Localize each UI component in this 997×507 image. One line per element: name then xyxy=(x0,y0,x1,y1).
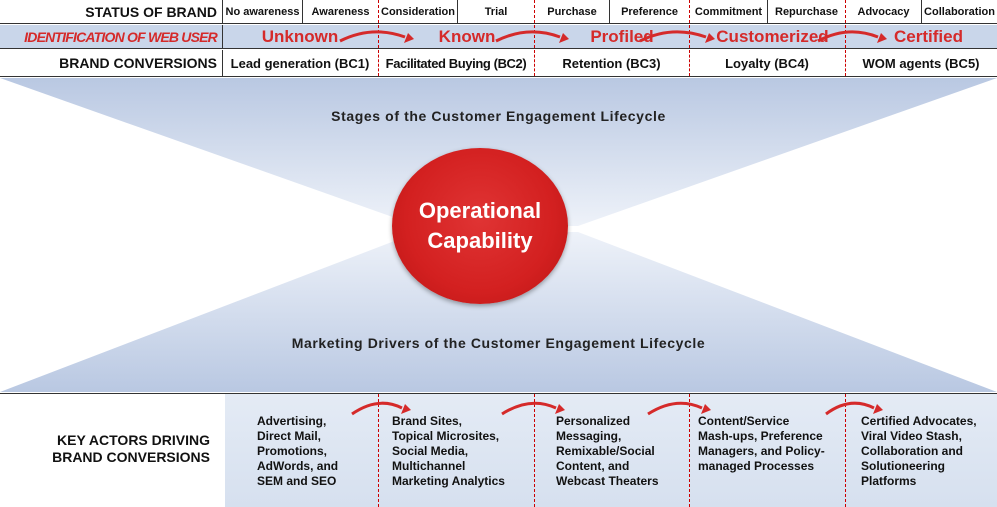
curved-arrow-icon xyxy=(501,401,557,416)
status-cell: Advocacy xyxy=(845,0,921,23)
status-cell: Purchase xyxy=(534,0,609,23)
funnel-bottom-shape xyxy=(0,232,997,392)
conv-divider xyxy=(534,50,689,76)
status-cell: Awareness xyxy=(302,0,378,23)
dashed-divider xyxy=(845,394,846,507)
ident-divider xyxy=(689,25,845,48)
stage-certified: Certified xyxy=(894,26,963,46)
status-cell: No awareness xyxy=(222,0,302,23)
operational-capability-circle: Operational Capability xyxy=(392,148,568,304)
actor-text: Content/Service Mash-ups, Preference Man… xyxy=(698,414,825,473)
actor-text: Certified Advocates, Viral Video Stash, … xyxy=(861,414,977,488)
conversion-cell: Lead generation (BC1) xyxy=(230,55,370,71)
arrowhead-icon xyxy=(555,404,565,414)
stage-profiled: Profiled xyxy=(590,26,654,46)
actor-box-2: Brand Sites, Topical Microsites, Social … xyxy=(378,394,534,507)
stage-known: Known xyxy=(438,26,496,46)
identification-row: IDENTIFICATION OF WEB USER Unknown Known… xyxy=(0,25,997,49)
conv-divider xyxy=(378,50,534,76)
status-cell: Collaboration xyxy=(921,0,997,23)
dashed-divider xyxy=(378,394,379,507)
status-cell: Consideration xyxy=(378,0,457,23)
conversion-cell: Facilitated Buying (BC2) xyxy=(385,55,527,71)
curved-arrow-icon xyxy=(351,401,403,416)
arrowhead-icon xyxy=(559,33,569,43)
actor-box-5: Certified Advocates, Viral Video Stash, … xyxy=(845,394,997,507)
status-cell: Trial xyxy=(457,0,534,23)
arrowhead-icon xyxy=(873,404,883,414)
actor-text: Advertising, Direct Mail, Promotions, Ad… xyxy=(257,414,339,488)
status-of-brand-row: STATUS OF BRAND No awareness Awareness C… xyxy=(0,0,997,24)
conversion-cell: Loyalty (BC4) xyxy=(725,55,809,71)
actor-text: Brand Sites, Topical Microsites, Social … xyxy=(392,414,505,488)
curved-arrow-icon xyxy=(825,401,875,416)
key-actors-section: KEY ACTORS DRIVING BRAND CONVERSIONS Adv… xyxy=(0,393,997,507)
ident-divider xyxy=(222,25,378,48)
brand-conversions-row: BRAND CONVERSIONS Lead generation (BC1) … xyxy=(0,50,997,77)
arrowhead-icon xyxy=(701,404,711,414)
dashed-divider xyxy=(689,394,690,507)
curved-arrow-icon xyxy=(817,30,879,43)
curved-arrow-icon xyxy=(639,30,707,43)
drivers-title: Marketing Drivers of the Customer Engage… xyxy=(291,335,706,351)
curved-arrow-icon xyxy=(647,401,703,416)
dashed-divider xyxy=(534,394,535,507)
ident-divider xyxy=(845,25,997,48)
stage-customerized: Customerized xyxy=(716,26,829,46)
brand-conversions-label: BRAND CONVERSIONS xyxy=(59,55,217,71)
conversion-cell: Retention (BC3) xyxy=(562,55,661,71)
conv-divider xyxy=(845,50,997,76)
identification-label: IDENTIFICATION OF WEB USER xyxy=(24,28,218,45)
circle-line-2: Capability xyxy=(427,228,533,253)
arrowhead-icon xyxy=(877,33,887,43)
actor-box-3: Personalized Messaging, Remixable/Social… xyxy=(534,394,689,507)
conv-divider xyxy=(689,50,845,76)
status-cell: Commitment xyxy=(689,0,767,23)
status-cell: Repurchase xyxy=(767,0,845,23)
curved-arrow-icon xyxy=(339,30,406,43)
arrowhead-icon xyxy=(705,33,715,43)
conv-divider xyxy=(222,50,378,76)
key-actors-label: KEY ACTORS DRIVING BRAND CONVERSIONS xyxy=(52,432,210,465)
curved-arrow-icon xyxy=(495,30,561,43)
circle-line-1: Operational xyxy=(418,198,542,223)
conversion-cell: WOM agents (BC5) xyxy=(862,55,980,71)
arrowhead-icon xyxy=(404,33,414,43)
arrowhead-icon xyxy=(401,404,411,414)
stage-arrows xyxy=(339,30,887,43)
ident-divider xyxy=(378,25,534,48)
stage-unknown: Unknown xyxy=(261,26,339,46)
status-cell: Preference xyxy=(609,0,689,23)
driver-arrows xyxy=(351,401,883,416)
ident-divider xyxy=(534,25,689,48)
stages-title: Stages of the Customer Engagement Lifecy… xyxy=(331,108,666,124)
actor-text: Personalized Messaging, Remixable/Social… xyxy=(556,414,659,488)
status-of-brand-label: STATUS OF BRAND xyxy=(85,3,217,20)
actor-box-4: Content/Service Mash-ups, Preference Man… xyxy=(689,394,845,507)
